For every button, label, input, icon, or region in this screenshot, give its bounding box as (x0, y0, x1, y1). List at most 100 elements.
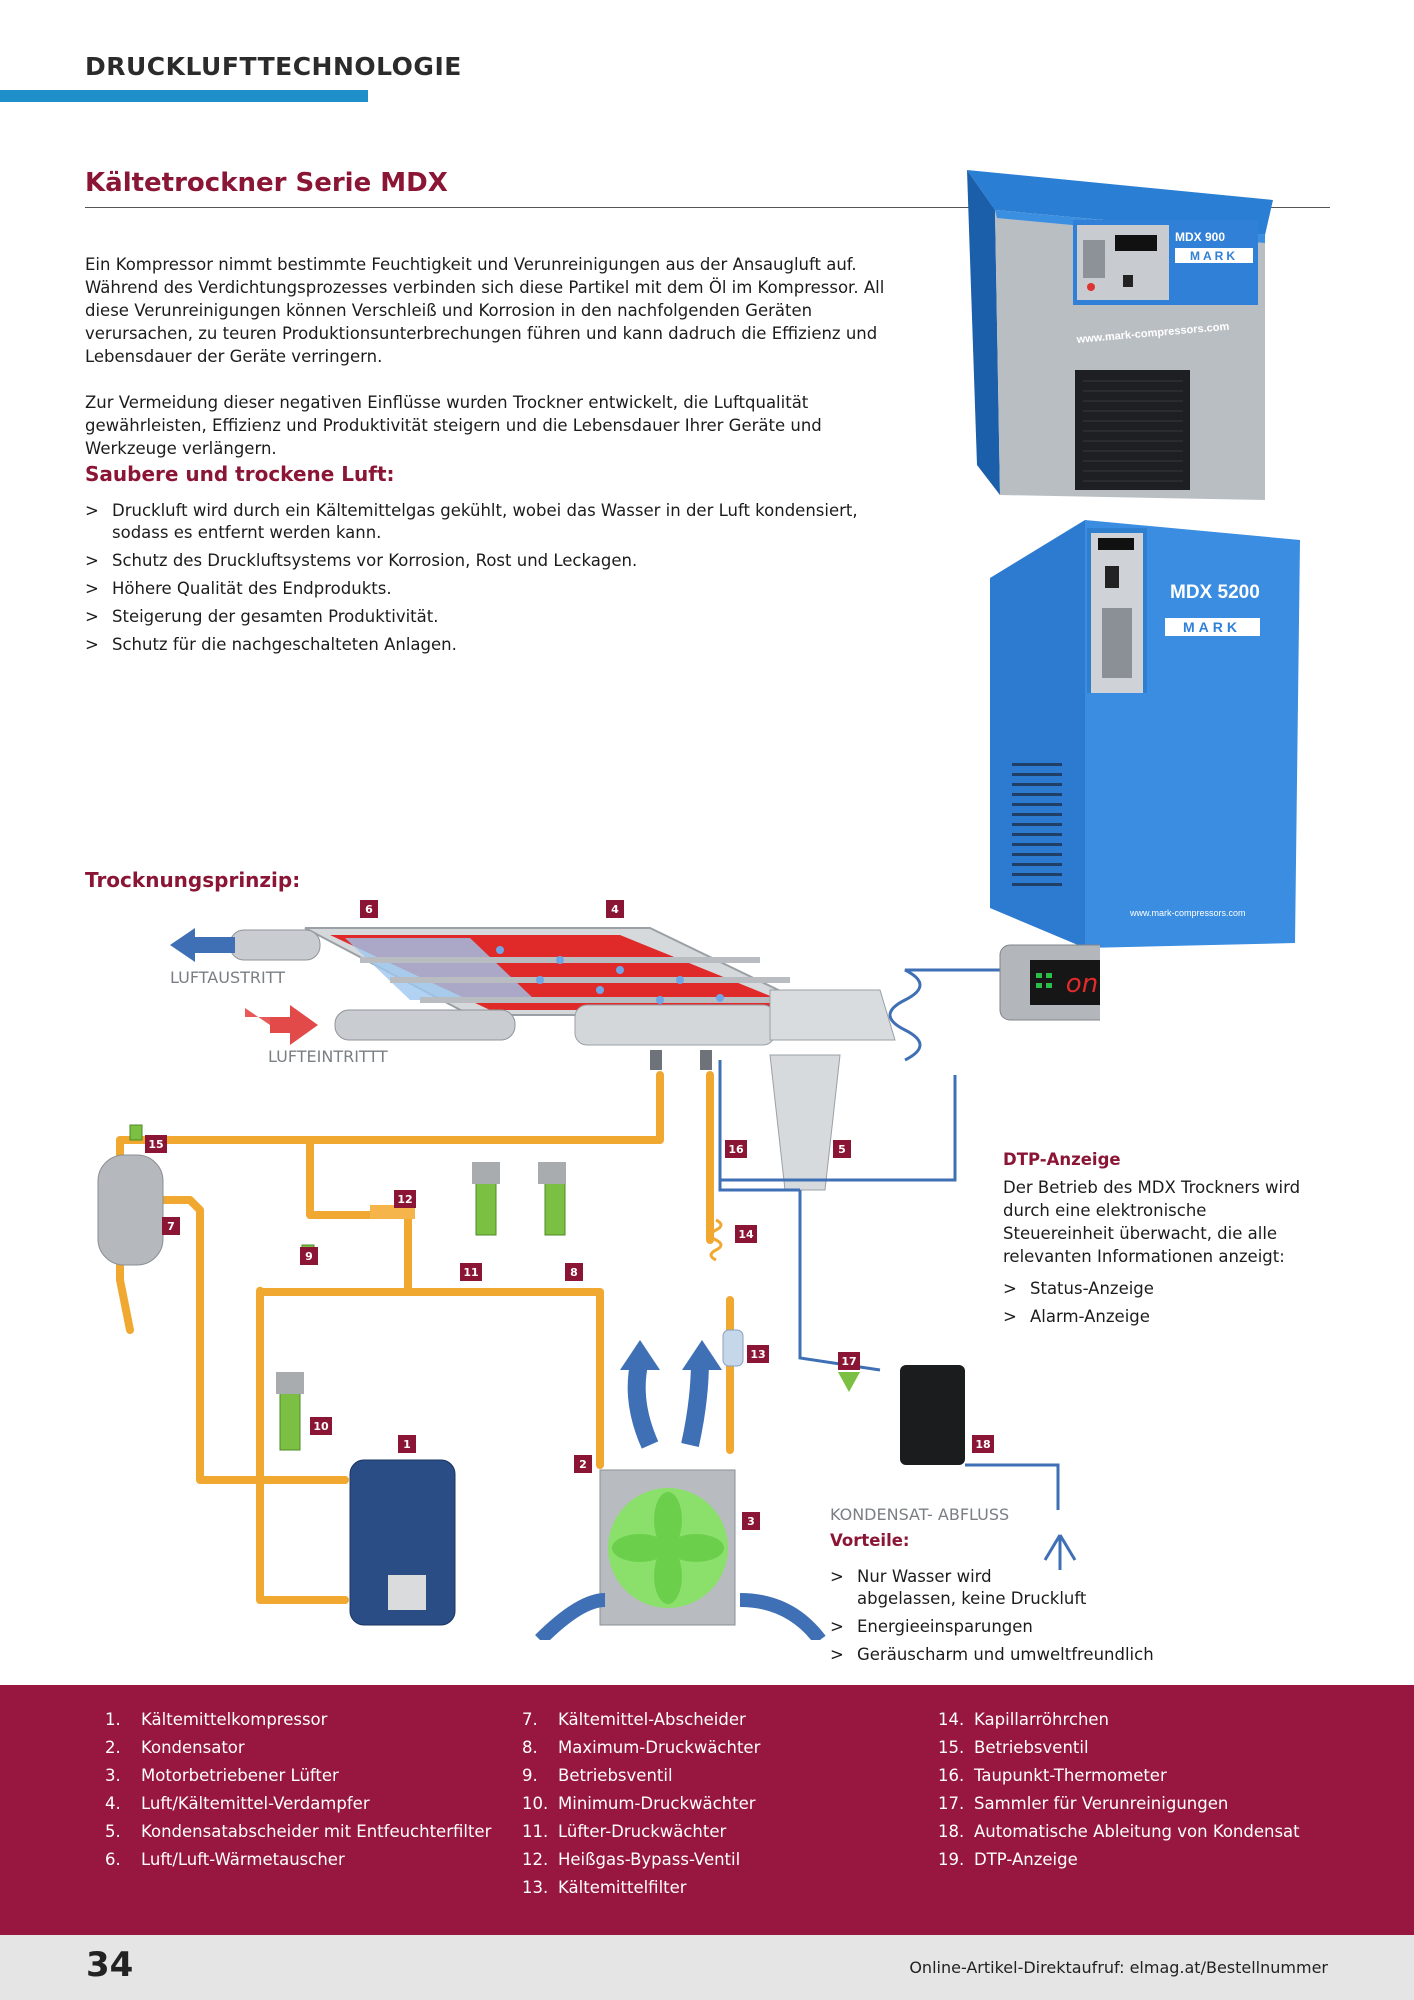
page-number: 34 (86, 1945, 134, 1985)
svg-text:4: 4 (611, 903, 619, 916)
callout-badge: 5 (833, 1140, 851, 1158)
advantages-list: >Nur Wasser wird abgelassen, keine Druck… (830, 1566, 1170, 1672)
automatic-condensate-drain (900, 1365, 965, 1465)
bullet-arrow-icon: > (85, 579, 99, 598)
svg-text:8: 8 (570, 1266, 578, 1279)
dtp-heading: DTP-Anzeige (1003, 1150, 1121, 1169)
dtp-display-text: on (1066, 969, 1098, 999)
list-item: >Schutz des Druckluftsystems vor Korrosi… (85, 551, 638, 570)
callout-badge: 2 (574, 1455, 592, 1473)
bullet-arrow-icon: > (85, 607, 99, 626)
svg-text:2: 2 (579, 1458, 587, 1471)
legend-column-3: 14.Kapillarröhrchen 15.Betriebsventil 16… (938, 1706, 1300, 1874)
svg-text:10: 10 (313, 1420, 329, 1433)
legend-item: 1.Kältemittelkompressor (105, 1710, 328, 1729)
callout-badge: 8 (565, 1263, 583, 1281)
svg-text:1: 1 (403, 1438, 411, 1451)
callout-badge: 7 (162, 1217, 180, 1235)
legend-item: 10.Minimum-Druckwächter (522, 1794, 756, 1813)
callout-badge: 6 (360, 900, 378, 918)
svg-text:16: 16 (728, 1143, 744, 1156)
page-title: Kältetrockner Serie MDX (85, 168, 448, 198)
intro-paragraph-1: Ein Kompressor nimmt bestimmte Feuchtigk… (85, 255, 885, 366)
callout-badge: 11 (460, 1263, 482, 1281)
dtp-description: Der Betrieb des MDX Trockners wird durch… (1003, 1178, 1301, 1266)
legend-item: 6.Luft/Luft-Wärmetauscher (105, 1850, 345, 1869)
legend-item: 2.Kondensator (105, 1738, 245, 1757)
list-item: >Schutz für die nachgeschalteten Anlagen… (85, 635, 457, 654)
header-accent-bar (0, 90, 368, 102)
mdx-5200-product-image: MDX 5200 MARK www.mark-compressors.com (990, 520, 1300, 948)
callout-badge: 1 (398, 1435, 416, 1453)
diagram-heading: Trocknungsprinzip: (85, 868, 301, 892)
list-item: >Energieeinsparungen (830, 1617, 1033, 1636)
callout-badge: 14 (735, 1225, 757, 1243)
condensate-separator (769, 1054, 841, 1191)
callout-badge: 4 (606, 900, 624, 918)
callout-badge: 18 (972, 1435, 994, 1453)
bullet-arrow-icon: > (1003, 1307, 1017, 1326)
mdx-5200-url-label: www.mark-compressors.com (1129, 908, 1246, 918)
bullet-arrow-icon: > (85, 501, 99, 520)
legend-item: 13.Kältemittelfilter (522, 1878, 687, 1897)
legend-item: 5.Kondensatabscheider mit Entfeuchterfil… (105, 1822, 492, 1841)
callout-badge: 13 (747, 1345, 769, 1363)
mdx-900-model-label: MDX 900 (1175, 230, 1225, 244)
legend-item: 7.Kältemittel-Abscheider (522, 1710, 746, 1729)
air-out-arrow-icon (170, 928, 235, 962)
list-item: >Steigerung der gesamten Produktivität. (85, 607, 439, 626)
legend-item: 3.Motorbetriebener Lüfter (105, 1766, 339, 1785)
callout-badge: 15 (145, 1135, 167, 1153)
legend-item: 14.Kapillarröhrchen (938, 1710, 1110, 1729)
bullet-arrow-icon: > (830, 1567, 844, 1586)
legend-item: 8.Maximum-Druckwächter (522, 1738, 761, 1757)
legend-item: 18.Automatische Ableitung von Kondensat (938, 1822, 1300, 1841)
callout-badge: 3 (742, 1512, 760, 1530)
hot-gas-bypass-valve (370, 1205, 415, 1219)
svg-text:12: 12 (397, 1193, 412, 1206)
callout-badge: 17 (838, 1352, 860, 1370)
clean-air-list: >Druckluft wird durch ein Kältemittelgas… (85, 500, 905, 662)
bullet-arrow-icon: > (85, 635, 99, 654)
svg-text:14: 14 (738, 1228, 754, 1241)
advantages-heading: Vorteile: (830, 1531, 910, 1550)
mdx-900-product-image: MDX 900 MARK www.mark-compressors.com (967, 170, 1273, 500)
refrigerant-compressor (349, 1459, 456, 1626)
legend-item: 9.Betriebsventil (522, 1766, 673, 1785)
bullet-arrow-icon: > (830, 1645, 844, 1664)
bullet-arrow-icon: > (85, 551, 99, 570)
service-valve-15 (129, 1124, 143, 1141)
footer-link-text: Online-Artikel-Direktaufruf: elmag.at/Be… (909, 1958, 1328, 1977)
svg-text:5: 5 (838, 1143, 846, 1156)
svg-text:17: 17 (841, 1355, 856, 1368)
svg-text:3: 3 (747, 1515, 755, 1528)
legend-item: 15.Betriebsventil (938, 1738, 1089, 1757)
callout-badge: 9 (300, 1247, 318, 1265)
svg-text:15: 15 (148, 1138, 163, 1151)
mdx-5200-model-label: MDX 5200 (1170, 582, 1260, 603)
legend-item: 16.Taupunkt-Thermometer (938, 1766, 1167, 1785)
callout-badge: 10 (310, 1417, 332, 1435)
callout-badge: 16 (725, 1140, 747, 1158)
list-item: >Geräuscharm und umweltfreundlich (830, 1645, 1154, 1664)
max-pressure-switch (544, 1179, 566, 1236)
min-pressure-switch (279, 1389, 301, 1451)
legend-item: 19.DTP-Anzeige (938, 1850, 1078, 1869)
callout-badge: 12 (394, 1190, 416, 1208)
intro-paragraph-2: Zur Vermeidung dieser negativen Einflüss… (85, 393, 822, 458)
refrigerant-separator-tank (97, 1154, 164, 1266)
dirt-collector (838, 1372, 860, 1392)
list-item: >Alarm-Anzeige (1003, 1307, 1150, 1326)
bullet-arrow-icon: > (1003, 1279, 1017, 1298)
air-in-arrow-icon (270, 1005, 318, 1045)
svg-text:7: 7 (167, 1220, 175, 1233)
air-in-label: LUFTEINTRITTT (268, 1047, 388, 1066)
clean-air-heading: Saubere und trockene Luft: (85, 462, 395, 486)
section-header: DRUCKLUFTTECHNOLOGIE (85, 52, 462, 81)
title-divider (85, 207, 1330, 208)
refrigerant-filter (722, 1329, 744, 1367)
svg-text:18: 18 (975, 1438, 990, 1451)
legend-item: 11.Lüfter-Druckwächter (522, 1822, 727, 1841)
legend-item: 4.Luft/Kältemittel-Verdampfer (105, 1794, 370, 1813)
list-item: >Druckluft wird durch ein Kältemittelgas… (85, 501, 858, 542)
